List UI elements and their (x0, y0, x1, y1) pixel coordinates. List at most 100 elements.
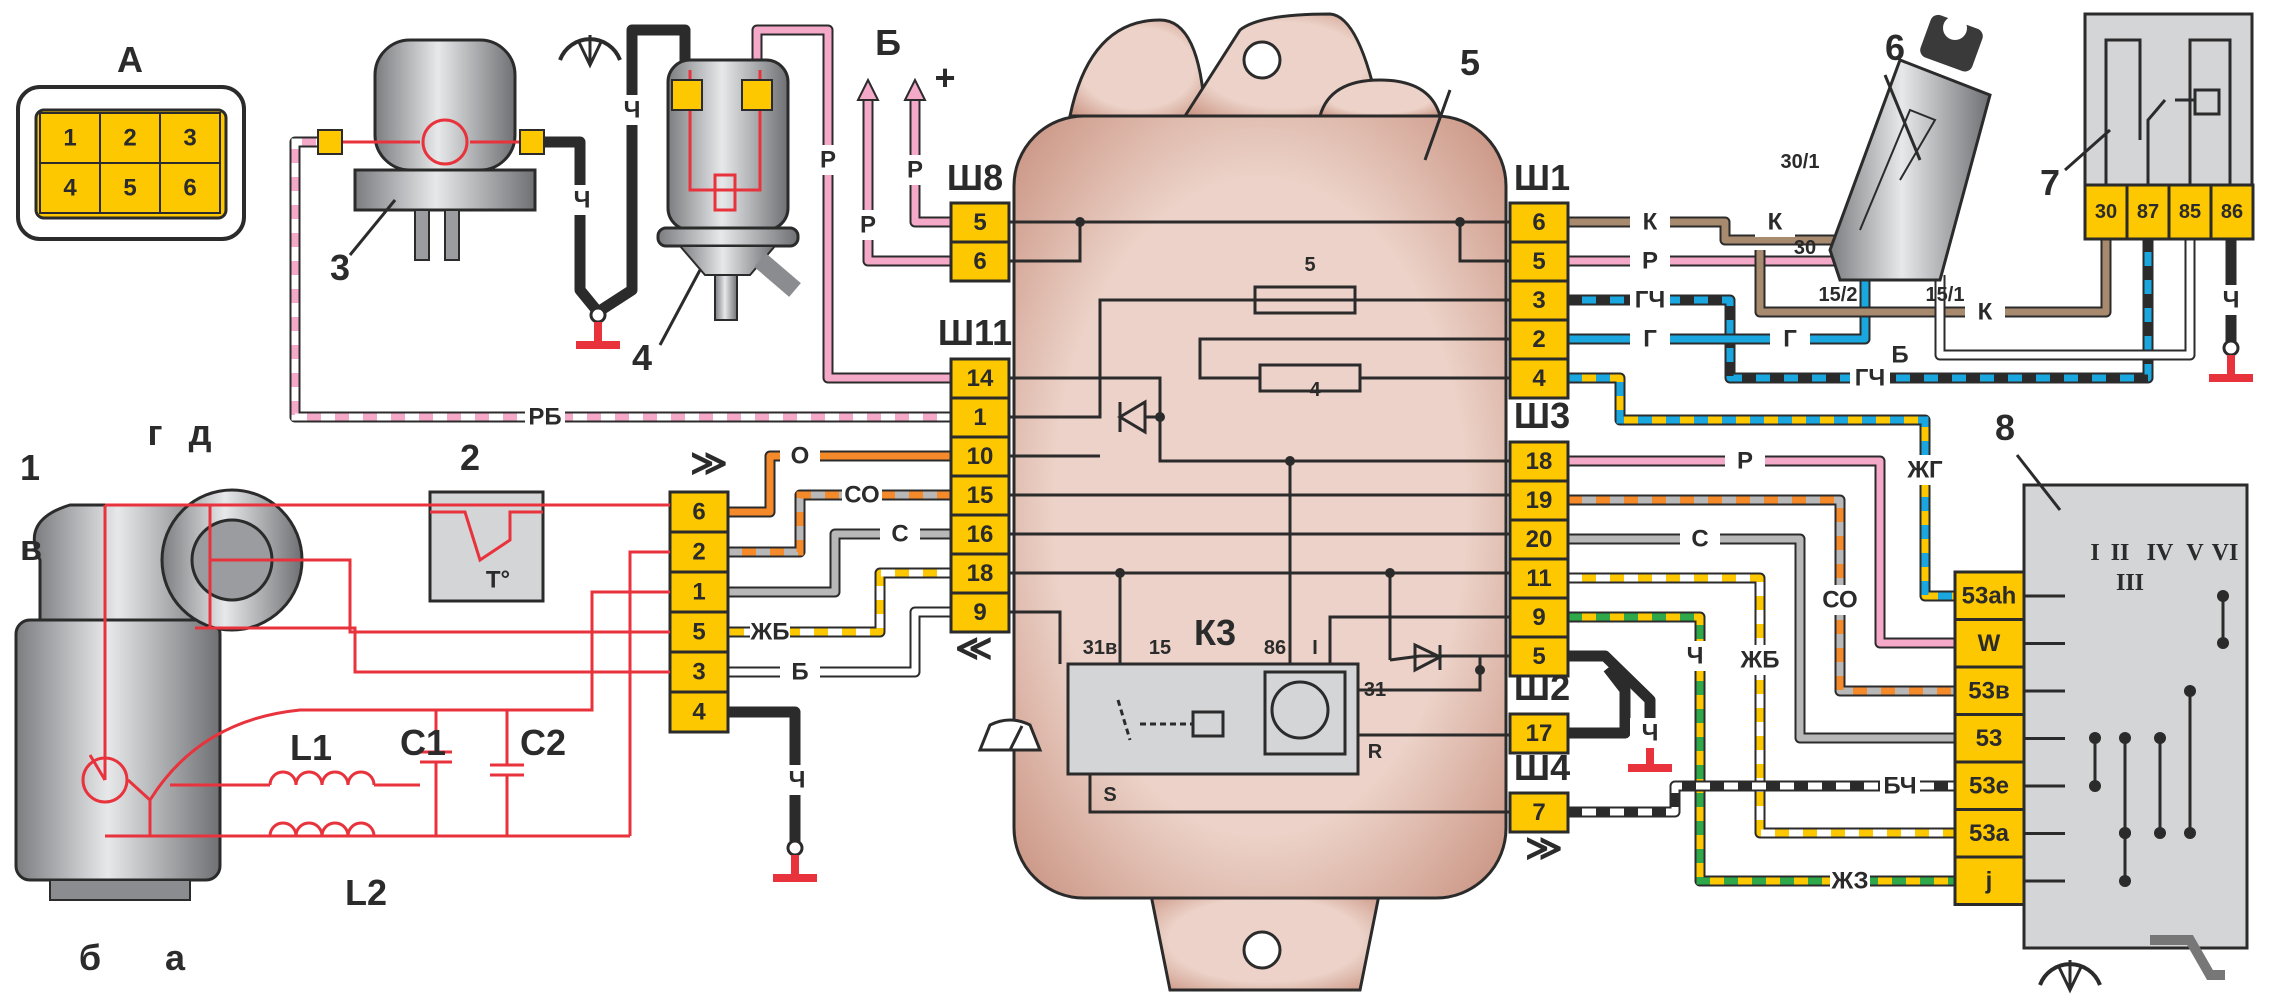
k3-terminal-86: 86 (1264, 637, 1286, 659)
wire (1568, 455, 1955, 649)
pin-label: 10 (967, 443, 994, 470)
wire-label-bg (1680, 524, 1720, 554)
wire (289, 136, 951, 423)
pin-label: 1 (692, 579, 705, 606)
internal-line (1389, 654, 1480, 662)
wire-label: Ч (1642, 720, 1659, 747)
power-arrow-icon (856, 77, 927, 101)
connector-pin (949, 474, 1011, 517)
wire-label-bg (1965, 297, 2005, 327)
wire-label-bg (1770, 324, 1810, 354)
internal-line (1009, 222, 1082, 263)
junction-dot (1455, 217, 1465, 227)
connectors: Ш856Ш11141101516189Ш165324Ш31819201195Ш2… (668, 157, 2026, 906)
fuse-5 (1253, 285, 1357, 315)
wire (751, 24, 951, 384)
connector-pin (949, 240, 1011, 283)
wire-label: РБ (528, 404, 561, 431)
power-plus: + (934, 57, 955, 98)
wire (728, 606, 951, 678)
connector-pin (1508, 357, 1570, 400)
motor-label-L2: L2 (345, 872, 387, 913)
wires (289, 24, 2237, 887)
wire-label-bg (1725, 446, 1765, 476)
contact-dot (2089, 732, 2101, 744)
wire-label: Ч (1687, 643, 1704, 670)
wire-label: ЖЗ (1830, 868, 1868, 895)
pin-label: 9 (1532, 604, 1545, 631)
motor-label-C1: C1 (400, 722, 446, 763)
connector-arrow-icon: ≫ (1525, 827, 1563, 868)
wire-label: Б (1891, 342, 1908, 369)
component-4-label: 4 (632, 337, 652, 378)
wire-label-bg (1630, 207, 1670, 237)
contact-dot (2217, 590, 2229, 602)
wire-label: Р (1737, 448, 1753, 475)
wire-labels: РРРЧЧРБОСОСЖББЧКРГЧГККГБГЧЧЖГРСОСЖБЧЧБЧЖ… (525, 95, 2251, 896)
pin-label: 1 (63, 125, 76, 152)
pin-label: 2 (1532, 326, 1545, 353)
pin-label: 16 (967, 521, 994, 548)
junction-dot (1285, 456, 1295, 466)
connector-pin (949, 201, 1011, 244)
pin-label: 4 (1532, 365, 1546, 392)
fuse-4 (1258, 363, 1362, 393)
connector-sh2-label: Ш2 (1514, 667, 1570, 708)
wire (1934, 239, 2196, 361)
wire-label-bg (1630, 285, 1670, 315)
connector-pin (949, 435, 1011, 478)
pin-label: 53e (1969, 773, 2009, 800)
contact-dot (2154, 827, 2166, 839)
wire-label: Ч (624, 97, 641, 124)
relay-pin (2167, 183, 2213, 241)
pin-label: 18 (1526, 448, 1553, 475)
contact-dot (2119, 732, 2131, 744)
wire (862, 100, 951, 267)
wire-label: БЧ (1883, 773, 1916, 800)
connector-pin (668, 690, 730, 734)
motor-label-b: б (79, 937, 101, 978)
wire (728, 567, 951, 638)
ignition-terminal-15-1: 15/1 (1926, 284, 1965, 306)
pin-label: 87 (2137, 201, 2159, 223)
connector-arrow-icon: ≪ (955, 627, 993, 668)
wire-label-bg (1675, 641, 1715, 671)
connector-a-pin (159, 162, 221, 214)
wire-label: Ч (789, 767, 806, 794)
wire-label-bg (525, 402, 565, 432)
wire-label: Р (1642, 248, 1658, 275)
wire (1568, 664, 1631, 739)
connector-a-pin (99, 162, 161, 214)
k3-terminal-31: 31 (1364, 679, 1386, 701)
ignition-terminal-30-1: 30/1 (1781, 151, 1820, 173)
switch-position-label: I (2090, 540, 2099, 566)
switch-position-label: III (2116, 570, 2144, 596)
connector-a-pin (39, 162, 101, 214)
pin-label: 53ah (1962, 583, 2017, 610)
grounds (576, 306, 2253, 882)
ignition-switch-6: 6 30/1 30 15/2 15/1 (1781, 14, 1992, 306)
wire-label: Р (907, 157, 923, 184)
wire-label: ЖБ (1740, 647, 1780, 674)
wiper-motor-1: 1 г д в б а L1 L2 C1 C2 (14, 412, 670, 978)
wire-label: ЖБ (750, 619, 790, 646)
wire-label: Р (860, 212, 876, 239)
junction-dot (1385, 568, 1395, 578)
connector-sh4-label: Ш4 (1514, 747, 1570, 788)
wire-label-bg (895, 155, 935, 185)
pin-label: 9 (973, 599, 986, 626)
internal-line (1458, 222, 1510, 263)
connector-sh4: Ш47 (1508, 747, 1570, 834)
pin-label: 19 (1526, 487, 1553, 514)
pin-label: 6 (183, 175, 196, 202)
ground-icon (773, 839, 817, 882)
wiper-stalk-icon (2150, 935, 2225, 980)
wire-label: СО (844, 482, 879, 509)
connector-pin (1508, 596, 1570, 639)
